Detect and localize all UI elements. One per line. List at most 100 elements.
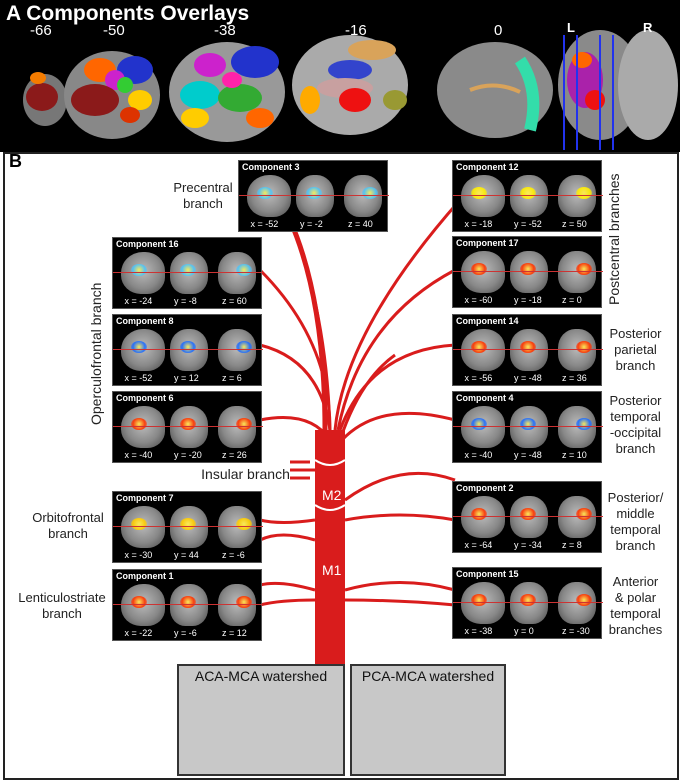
brain-slice: [296, 175, 334, 217]
activation-blob: [470, 594, 487, 606]
brain-slice: [120, 584, 165, 626]
activation-blob: [180, 264, 196, 276]
activation-blob: [236, 418, 252, 430]
component-panel: Component 4 x = -40 y = -48 z = 10: [452, 391, 603, 463]
pca-mca-title: PCA-MCA watershed: [361, 668, 495, 684]
coordinate-label: x = -30: [124, 550, 153, 560]
slice-label: -38: [214, 22, 236, 39]
crosshair: [239, 195, 389, 196]
slice-66: [23, 72, 67, 126]
component-title: Component 12: [456, 162, 519, 172]
coordinate-label: x = -64: [464, 540, 493, 550]
activation-blob: [130, 341, 147, 353]
coordinate-label: z = -6: [222, 550, 245, 560]
slice-16: [292, 35, 408, 135]
coordinate-label: y = -52: [514, 219, 542, 229]
activation-blob: [236, 596, 252, 608]
coordinate-label: z = 40: [348, 219, 373, 229]
coordinate-label: z = 26: [222, 450, 247, 460]
aca-mca-title: ACA-MCA watershed: [194, 668, 328, 684]
brain-slice: [510, 251, 548, 293]
crosshair: [453, 271, 603, 272]
coordinate-label: x = -22: [124, 628, 153, 638]
brain-slice: [170, 329, 208, 371]
brain-slice: [170, 252, 208, 294]
slice-label: -66: [30, 22, 52, 39]
brain-slice: [510, 582, 548, 624]
activation-blob: [180, 418, 196, 430]
coordinate-label: y = 12: [174, 373, 199, 383]
slice-38: [169, 42, 285, 142]
lenticulostriate-label: Lenticulostriate branch: [18, 590, 106, 621]
crosshair: [453, 602, 603, 603]
panel-b-label: B: [9, 151, 22, 171]
component-title: Component 7: [116, 493, 174, 503]
brain-slice: [170, 406, 208, 448]
activation-blob: [470, 187, 487, 199]
coordinate-label: y = -34: [514, 540, 542, 550]
coordinate-label: x = -18: [464, 219, 493, 229]
coordinate-label: x = -56: [464, 373, 493, 383]
precentral-label: Precentral branch: [173, 180, 233, 211]
coordinate-label: z = 60: [222, 296, 247, 306]
slice-label: -50: [103, 22, 125, 39]
component-title: Component 1: [116, 571, 174, 581]
coordinate-label: y = -8: [174, 296, 197, 306]
activation-blob: [470, 508, 487, 520]
coordinate-label: z = 12: [222, 628, 247, 638]
coordinate-label: x = -40: [464, 450, 493, 460]
coordinate-label: z = 10: [562, 450, 587, 460]
coordinate-label: y = 0: [514, 626, 534, 636]
brain-slice: [218, 252, 256, 294]
brain-slice: [170, 584, 208, 626]
orbitofrontal-label: Orbitofrontal branch: [32, 510, 104, 541]
brain-slice: [460, 175, 505, 217]
activation-blob: [520, 594, 536, 606]
brain-slice: [510, 329, 548, 371]
coordinate-label: z = 50: [562, 219, 587, 229]
activation-blob: [470, 263, 487, 275]
activation-blob: [256, 187, 273, 199]
coordinate-label: x = -40: [124, 450, 153, 460]
brain-slice: [460, 582, 505, 624]
activation-blob: [520, 187, 536, 199]
coordinate-label: z = 0: [562, 295, 582, 305]
brain-slice: [344, 175, 382, 217]
component-title: Component 4: [456, 393, 514, 403]
component-title: Component 17: [456, 238, 519, 248]
coordinate-label: y = -48: [514, 450, 542, 460]
activation-blob: [306, 187, 322, 199]
right-label: R: [643, 20, 653, 35]
brain-slice: [558, 251, 596, 293]
crosshair: [113, 426, 263, 427]
brain-slice: [218, 406, 256, 448]
activation-blob: [520, 418, 536, 430]
crosshair: [113, 272, 263, 273]
panel-a-title: A Components Overlays: [6, 2, 250, 25]
coordinate-label: y = -18: [514, 295, 542, 305]
component-title: Component 6: [116, 393, 174, 403]
activation-blob: [130, 596, 147, 608]
crosshair: [113, 604, 263, 605]
coordinate-label: y = -6: [174, 628, 197, 638]
left-label: L: [567, 20, 575, 35]
slice-label: -16: [345, 22, 367, 39]
activation-blob: [470, 341, 487, 353]
postcentral-label: Postcentral branches: [606, 173, 622, 305]
component-panel: Component 12 x = -18 y = -52 z = 50: [452, 160, 603, 232]
activation-blob: [470, 418, 487, 430]
brain-slice: [120, 506, 165, 548]
overlay-brains: [23, 30, 678, 150]
activation-blob: [362, 187, 378, 199]
activation-blob: [130, 418, 147, 430]
operculofrontal-label: Operculofrontal branch: [88, 282, 104, 425]
coordinate-label: y = -2: [300, 219, 323, 229]
pca-mca-watershed-box: PCA-MCA watershed: [350, 664, 506, 776]
coordinate-label: x = -24: [124, 296, 153, 306]
coordinate-label: z = -30: [562, 626, 590, 636]
